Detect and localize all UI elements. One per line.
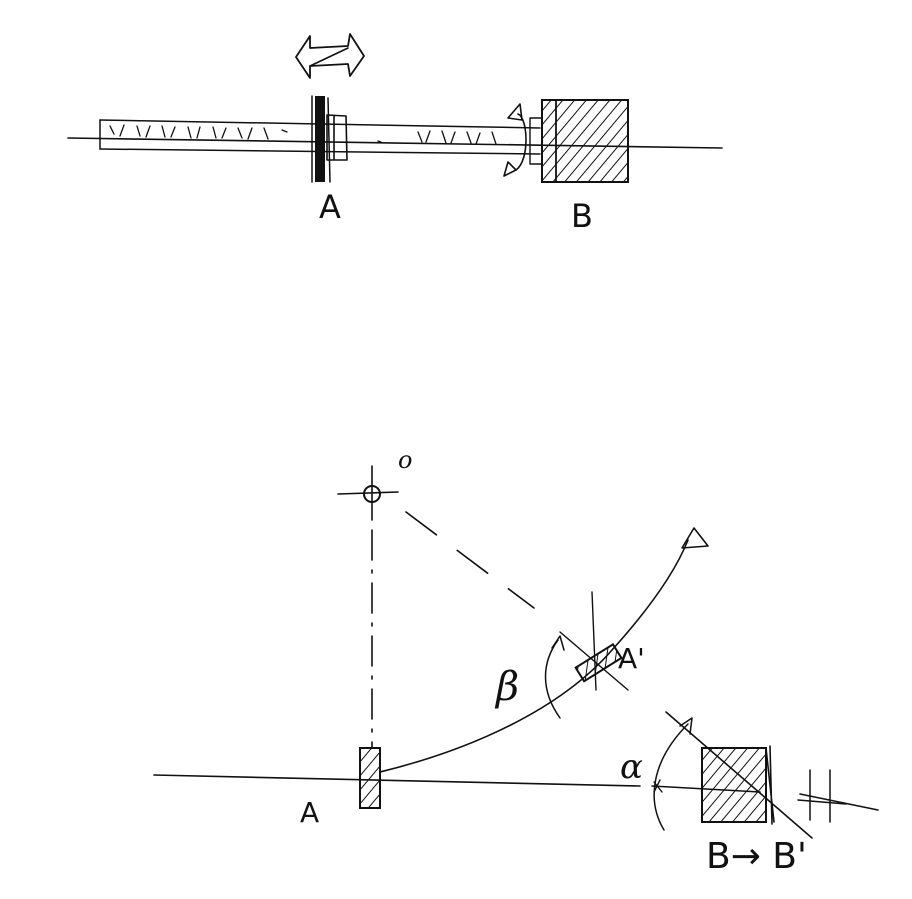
radius-to-a-prime — [405, 511, 535, 609]
label-b-top: B — [571, 197, 593, 235]
element-b-block — [541, 99, 629, 183]
beta-angle-arc — [544, 639, 561, 719]
a-prime-crosslines — [559, 591, 629, 691]
alpha-tick — [653, 779, 663, 793]
label-beta: β — [494, 664, 519, 710]
element-a-outline — [311, 95, 331, 183]
element-b-mount — [529, 117, 543, 165]
beta-arrow-icon — [551, 635, 565, 651]
adjust-arrow-icon — [295, 33, 365, 79]
label-b-to-b-prime: B→ B' — [706, 836, 807, 877]
alpha-angle-arc — [653, 723, 689, 831]
label-a-prime: A' — [618, 642, 645, 675]
element-a-bottom — [359, 747, 381, 809]
label-alpha: α — [620, 747, 643, 787]
rotation-arrow-icon — [503, 103, 527, 177]
label-o: o — [398, 446, 412, 474]
rail-ticks-right — [377, 130, 497, 145]
element-b-face-bottom — [765, 745, 775, 825]
b-prime-marker — [797, 769, 847, 823]
element-b-face — [541, 99, 629, 183]
label-a-top: A — [319, 188, 341, 226]
element-a-prime — [574, 643, 623, 683]
alpha-arrow-icon — [679, 717, 693, 735]
swing-arc-arrow-icon — [681, 527, 709, 549]
pivot-o-marker — [337, 465, 399, 521]
label-a-bottom: A — [300, 796, 319, 829]
element-a-collar — [326, 114, 348, 161]
bottom-view: o A A' β α B→ B' — [153, 446, 879, 877]
element-a-body — [315, 96, 325, 182]
element-b-bottom — [701, 747, 767, 823]
top-view: A B — [67, 33, 723, 235]
rail-ticks-left — [109, 124, 288, 140]
